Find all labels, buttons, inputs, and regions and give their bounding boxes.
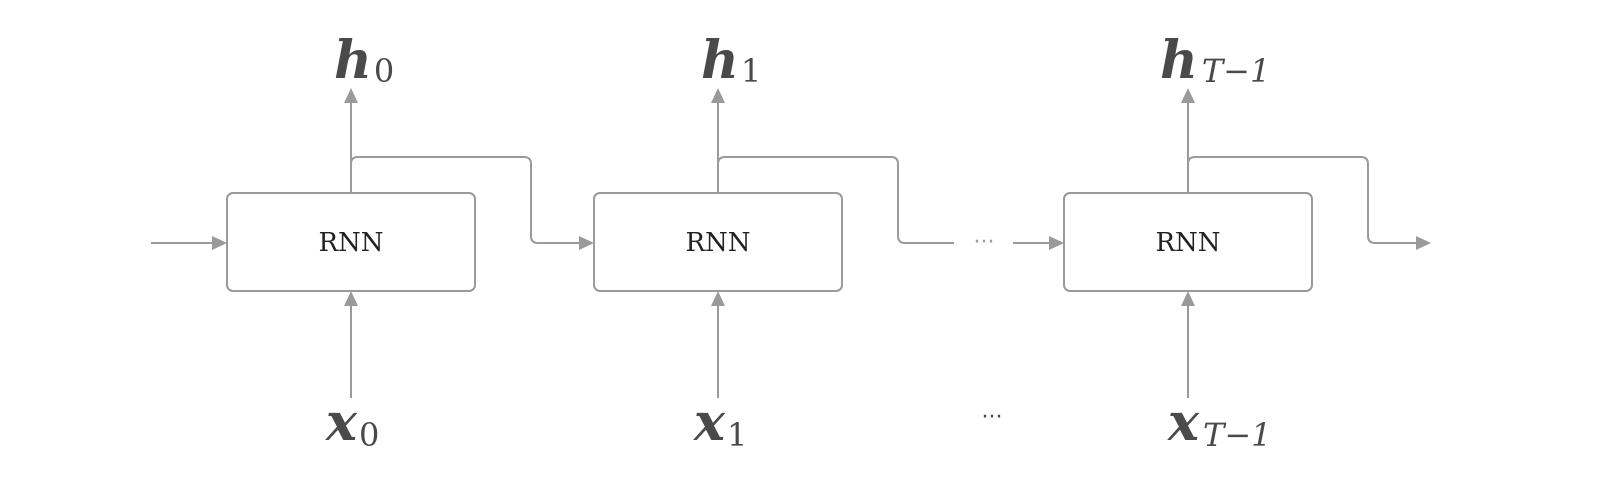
- sequence-ellipsis: ···: [974, 230, 995, 255]
- final-state-arrow: [1187, 156, 1431, 250]
- rnn-cell-0: RNN: [226, 192, 476, 292]
- input-symbol: x: [1167, 392, 1200, 453]
- input-arrow-last: [1181, 291, 1195, 398]
- input-arrow-1: [711, 291, 725, 398]
- input-symbol: x: [325, 392, 358, 453]
- rnn-cell-label: RNN: [318, 228, 383, 258]
- input-subscript: 1: [727, 416, 747, 454]
- initial-state-arrow: [151, 236, 227, 250]
- rnn-cell-label: RNN: [685, 228, 750, 258]
- recurrent-arrow-1-to-ellipsis: [717, 156, 954, 244]
- output-subscript: 1: [741, 52, 761, 90]
- recurrent-arrow-ellipsis-to-last: [1013, 236, 1064, 250]
- input-label-1: x1: [693, 392, 747, 454]
- output-subscript: T−1: [1202, 52, 1271, 90]
- output-subscript: 0: [374, 52, 394, 90]
- recurrent-arrow-0-to-1: [350, 156, 594, 250]
- output-symbol: h: [334, 30, 372, 91]
- output-label-1: h1: [701, 30, 761, 91]
- input-subscript: T−1: [1203, 416, 1272, 454]
- rnn-cell-last: RNN: [1063, 192, 1313, 292]
- input-subscript: 0: [359, 416, 379, 454]
- input-symbol: x: [693, 392, 726, 453]
- output-symbol: h: [1160, 30, 1198, 91]
- output-symbol: h: [701, 30, 739, 91]
- rnn-cell-1: RNN: [593, 192, 843, 292]
- output-label-0: h0: [334, 30, 394, 91]
- input-label-0: x0: [325, 392, 379, 454]
- rnn-cell-label: RNN: [1155, 228, 1220, 258]
- input-arrow-0: [344, 291, 358, 398]
- input-ellipsis: ···: [982, 405, 1003, 430]
